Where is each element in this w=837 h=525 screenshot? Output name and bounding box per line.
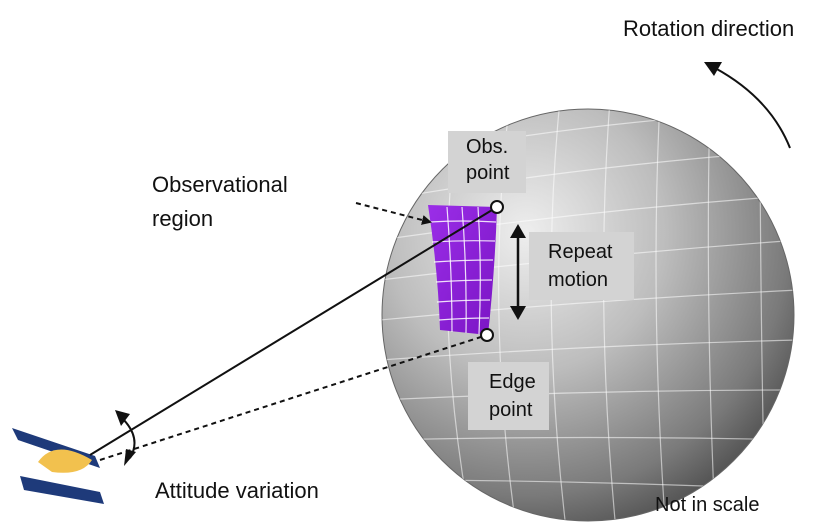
- observational-region-label-line1: Observational: [152, 172, 288, 197]
- line-of-sight-obs: [89, 206, 498, 456]
- curved-double-arrow-icon: [115, 410, 136, 466]
- repeat-motion-label-line1: Repeat: [548, 241, 613, 263]
- obs-point-label-box: [448, 131, 526, 193]
- attitude-variation-label: Attitude variation: [155, 478, 319, 503]
- spacecraft-icon: [12, 428, 104, 504]
- observational-region-pointer: [355, 202, 432, 225]
- obs-point-label-line1: Obs.: [466, 136, 509, 158]
- obs-point-label-line2: point: [466, 162, 510, 184]
- obs-point-marker: [490, 200, 504, 214]
- double-arrow-icon: [510, 224, 526, 320]
- edge-point-label-line2: point: [489, 399, 533, 421]
- edge-point-label-box: [468, 362, 549, 430]
- curved-arrow-icon: [704, 62, 791, 149]
- not-in-scale-label: Not in scale: [655, 494, 760, 516]
- repeat-motion-label-box: [529, 232, 634, 300]
- edge-point-label-line1: Edge: [489, 371, 536, 393]
- rotation-direction-label: Rotation direction: [623, 16, 795, 41]
- edge-point-marker: [480, 328, 494, 342]
- repeat-motion-label-line2: motion: [548, 269, 609, 291]
- line-of-sight-edge: [99, 334, 488, 461]
- observational-region-label-line2: region: [152, 206, 214, 231]
